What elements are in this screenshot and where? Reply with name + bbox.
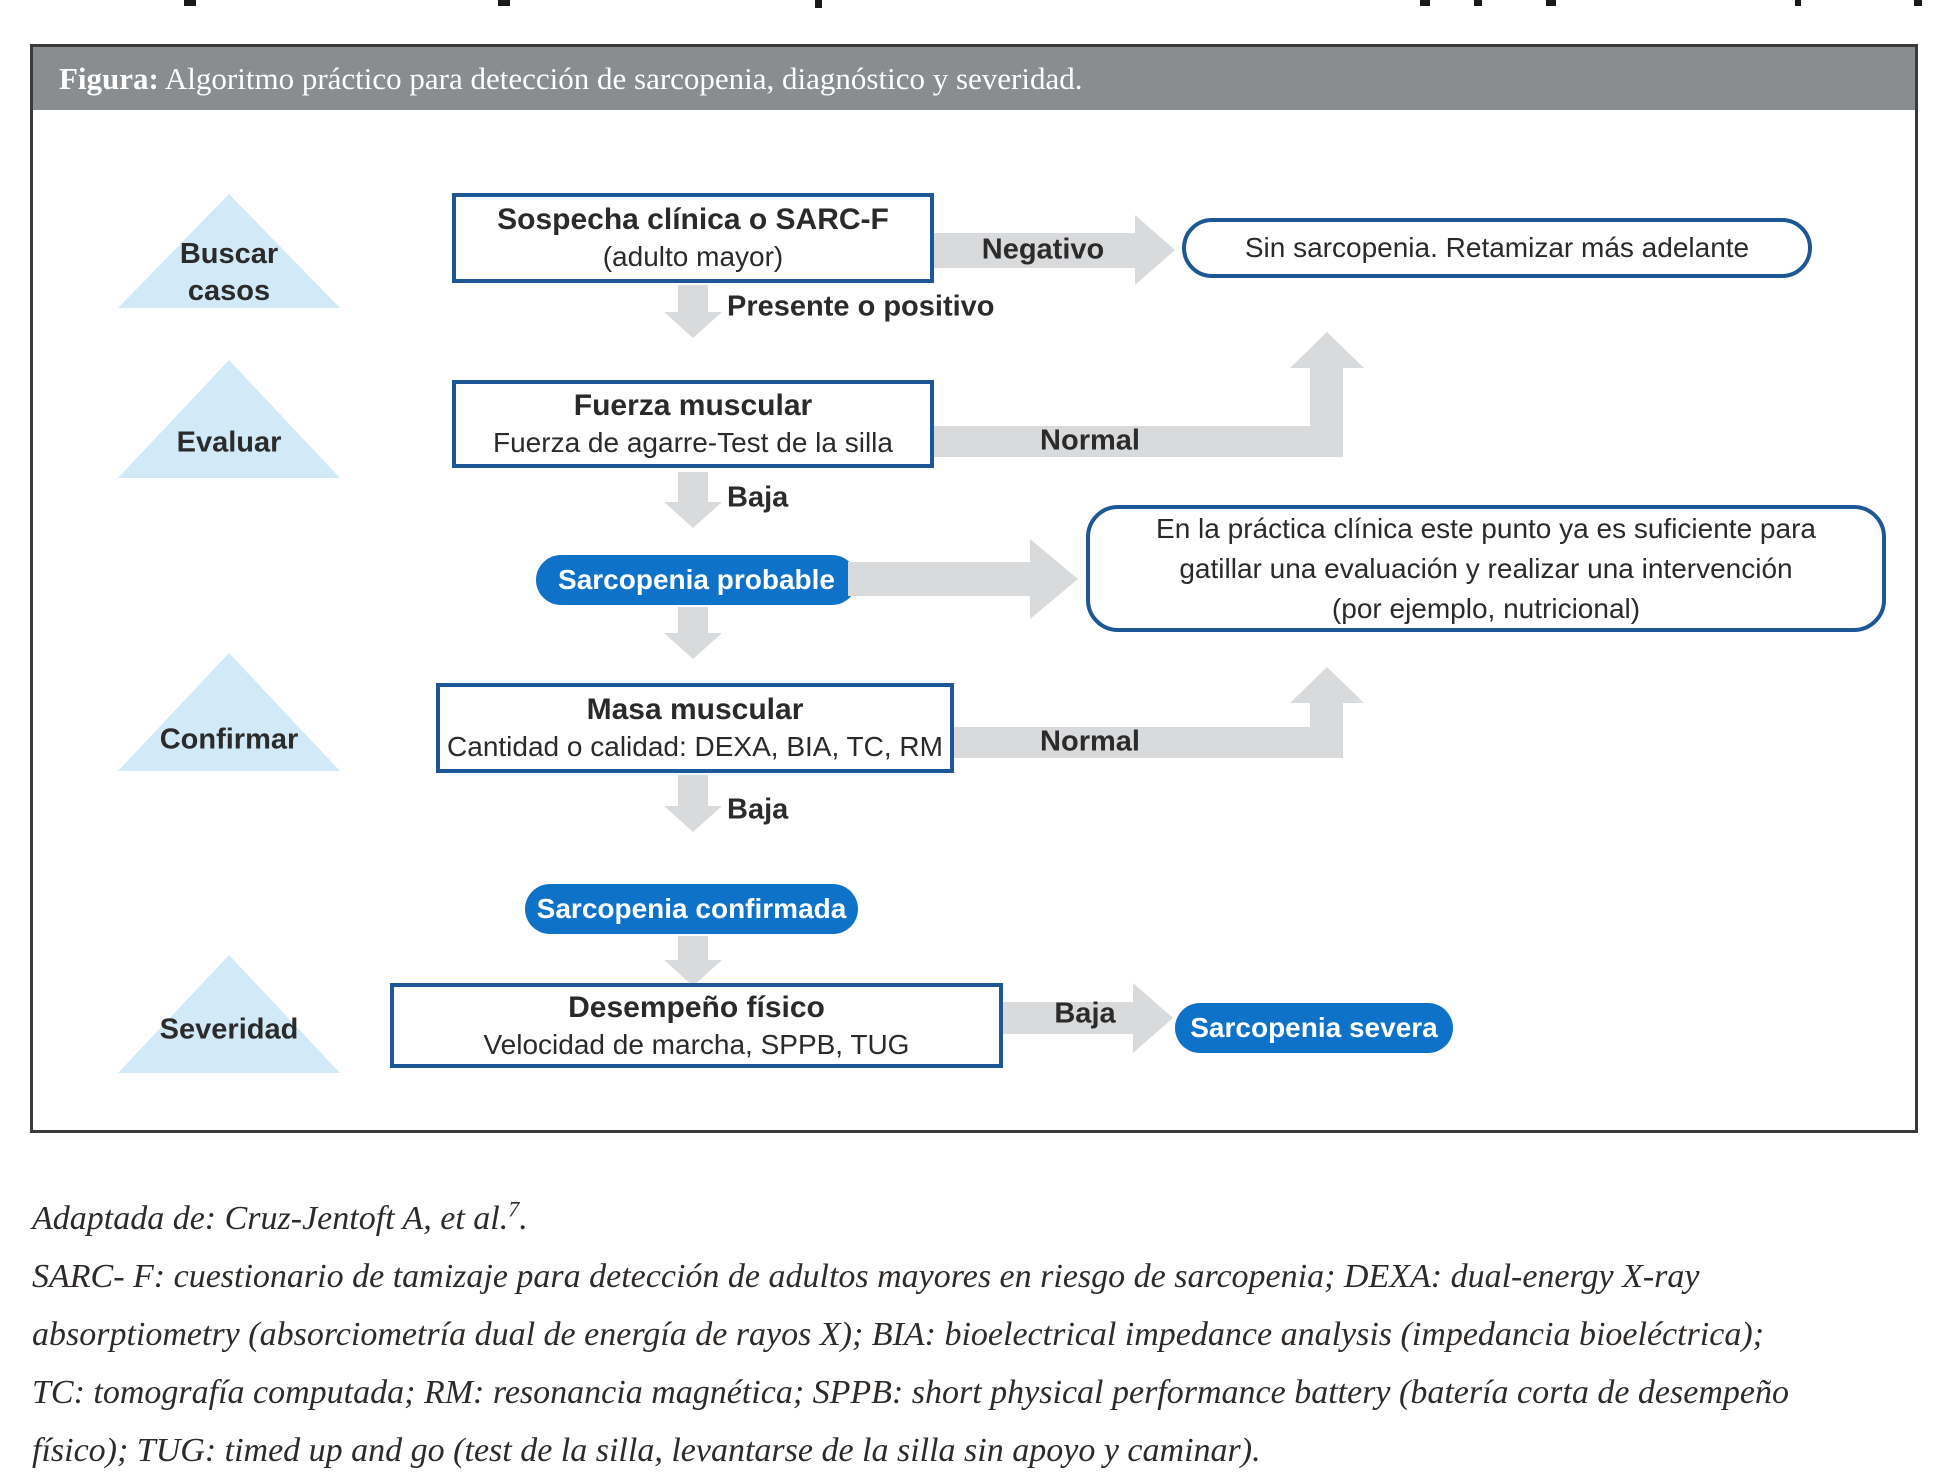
stage-label-line: Buscar — [179, 238, 279, 270]
edge-label-baja-1: Baja — [727, 481, 789, 514]
pill-text: Sarcopenia probable — [558, 564, 835, 595]
note-line: gatillar una evaluación y realizar una i… — [1179, 552, 1793, 584]
arrow-down-1-shaft — [678, 285, 708, 312]
arrow-down-4-shaft — [678, 775, 708, 806]
edge-label-negativo: Negativo — [981, 233, 1105, 266]
arrow-down-1-head — [664, 312, 722, 338]
clipped-text-fragment — [1914, 0, 1922, 6]
node-sin-sarcopenia: Sin sarcopenia. Retamizar más adelante — [1182, 218, 1812, 278]
pill-text: Sarcopenia severa — [1190, 1012, 1438, 1043]
stage-label-confirmar: Confirmar — [159, 723, 299, 756]
node-title: Desempeño físico — [568, 990, 825, 1024]
arrow-down-2-head — [664, 502, 722, 528]
node-title: Fuerza muscular — [573, 389, 813, 422]
node-title: Sospecha clínica o SARC-F — [497, 203, 889, 236]
stage-label-severidad: Severidad — [159, 1013, 299, 1046]
node-desempeno-fisico: Desempeño físico Velocidad de marcha, SP… — [390, 983, 1003, 1068]
clipped-text-fragment — [1546, 0, 1556, 6]
arrow-down-2-shaft — [678, 472, 708, 502]
edge-label-normal-1: Normal — [1040, 424, 1140, 457]
figure-header: Figura: Algoritmo práctico para detecció… — [33, 47, 1915, 110]
pill-sarcopenia-severa: Sarcopenia severa — [1175, 1003, 1453, 1053]
stage-label-evaluar: Evaluar — [176, 426, 282, 459]
node-practica-clinica-nota: En la práctica clínica este punto ya es … — [1086, 505, 1886, 632]
arrow-down-4-head — [664, 806, 722, 832]
arrow-probable-shaft — [848, 562, 1030, 596]
node-subtitle: Cantidad o calidad: DEXA, BIA, TC, RM — [447, 731, 943, 762]
edge-label-baja-3: Baja — [1054, 997, 1116, 1030]
clipped-text-fragment — [1795, 0, 1801, 6]
elbow-2-head — [1290, 667, 1364, 703]
caption-period: . — [519, 1200, 528, 1237]
figure-header-label: Figura: — [59, 61, 159, 96]
elbow-1-horizontal — [934, 426, 1343, 457]
elbow-2-vertical — [1310, 703, 1343, 758]
caption-line: TC: tomografía computada; RM: resonancia… — [32, 1374, 1789, 1411]
elbow-1-vertical — [1310, 368, 1343, 457]
arrow-baja-shaft — [1003, 1002, 1133, 1034]
note-line: (por ejemplo, nutricional) — [1331, 592, 1641, 624]
edge-label-normal-2: Normal — [1040, 725, 1140, 758]
caption-line: físico); TUG: timed up and go (test de l… — [32, 1432, 1261, 1469]
clipped-text-fragment — [184, 0, 196, 6]
elbow-2-horizontal — [954, 727, 1343, 758]
clipped-text-fragment — [1420, 0, 1430, 6]
arrow-negativo-shaft — [934, 233, 1135, 268]
clipped-text-fragment — [1474, 0, 1482, 6]
clipped-text-fragment — [815, 0, 822, 8]
caption-reference-number: 7 — [508, 1196, 520, 1222]
node-subtitle: (adulto mayor) — [602, 241, 784, 272]
arrow-down-3-head — [664, 633, 722, 659]
caption-line: absorptiometry (absorciometría dual de e… — [32, 1316, 1764, 1353]
edge-label-baja-2: Baja — [727, 793, 789, 826]
node-text: Sin sarcopenia. Retamizar más adelante — [1244, 232, 1750, 263]
arrow-down-5-shaft — [678, 936, 708, 960]
clipped-text-fragment — [498, 0, 510, 6]
node-subtitle: Fuerza de agarre-Test de la silla — [493, 427, 893, 458]
edge-label-presente-o-positivo: Presente o positivo — [727, 290, 995, 323]
node-title: Masa muscular — [586, 693, 804, 726]
node-masa-muscular: Masa muscular Cantidad o calidad: DEXA, … — [436, 683, 954, 773]
arrow-down-3-shaft — [678, 607, 708, 633]
figure-caption: Adaptada de: Cruz-Jentoft A, et al.7. SA… — [32, 1190, 1924, 1480]
arrow-probable-head — [1030, 539, 1078, 619]
pill-text: Sarcopenia confirmada — [536, 893, 847, 924]
caption-adapted-text: Adaptada de: Cruz-Jentoft A, et al. — [32, 1200, 509, 1237]
figure-header-title: Algoritmo práctico para detección de sar… — [158, 61, 1083, 96]
node-sospecha-clinica: Sospecha clínica o SARC-F (adulto mayor) — [452, 193, 934, 283]
stage-label-line: casos — [187, 275, 271, 307]
arrow-negativo-head — [1135, 215, 1175, 285]
arrow-baja-head — [1133, 983, 1173, 1053]
pill-sarcopenia-probable: Sarcopenia probable — [536, 555, 857, 605]
node-fuerza-muscular: Fuerza muscular Fuerza de agarre-Test de… — [452, 380, 934, 468]
note-line: En la práctica clínica este punto ya es … — [1156, 512, 1816, 544]
node-subtitle: Velocidad de marcha, SPPB, TUG — [483, 1028, 910, 1060]
arrow-down-5-head — [664, 960, 722, 986]
stage-label-buscar-casos: Buscar casos — [180, 236, 278, 310]
caption-line: SARC- F: cuestionario de tamizaje para d… — [32, 1258, 1700, 1295]
pill-sarcopenia-confirmada: Sarcopenia confirmada — [525, 884, 858, 934]
elbow-1-head — [1290, 332, 1364, 368]
caption-adapted-line: Adaptada de: Cruz-Jentoft A, et al.7. — [32, 1190, 1924, 1248]
